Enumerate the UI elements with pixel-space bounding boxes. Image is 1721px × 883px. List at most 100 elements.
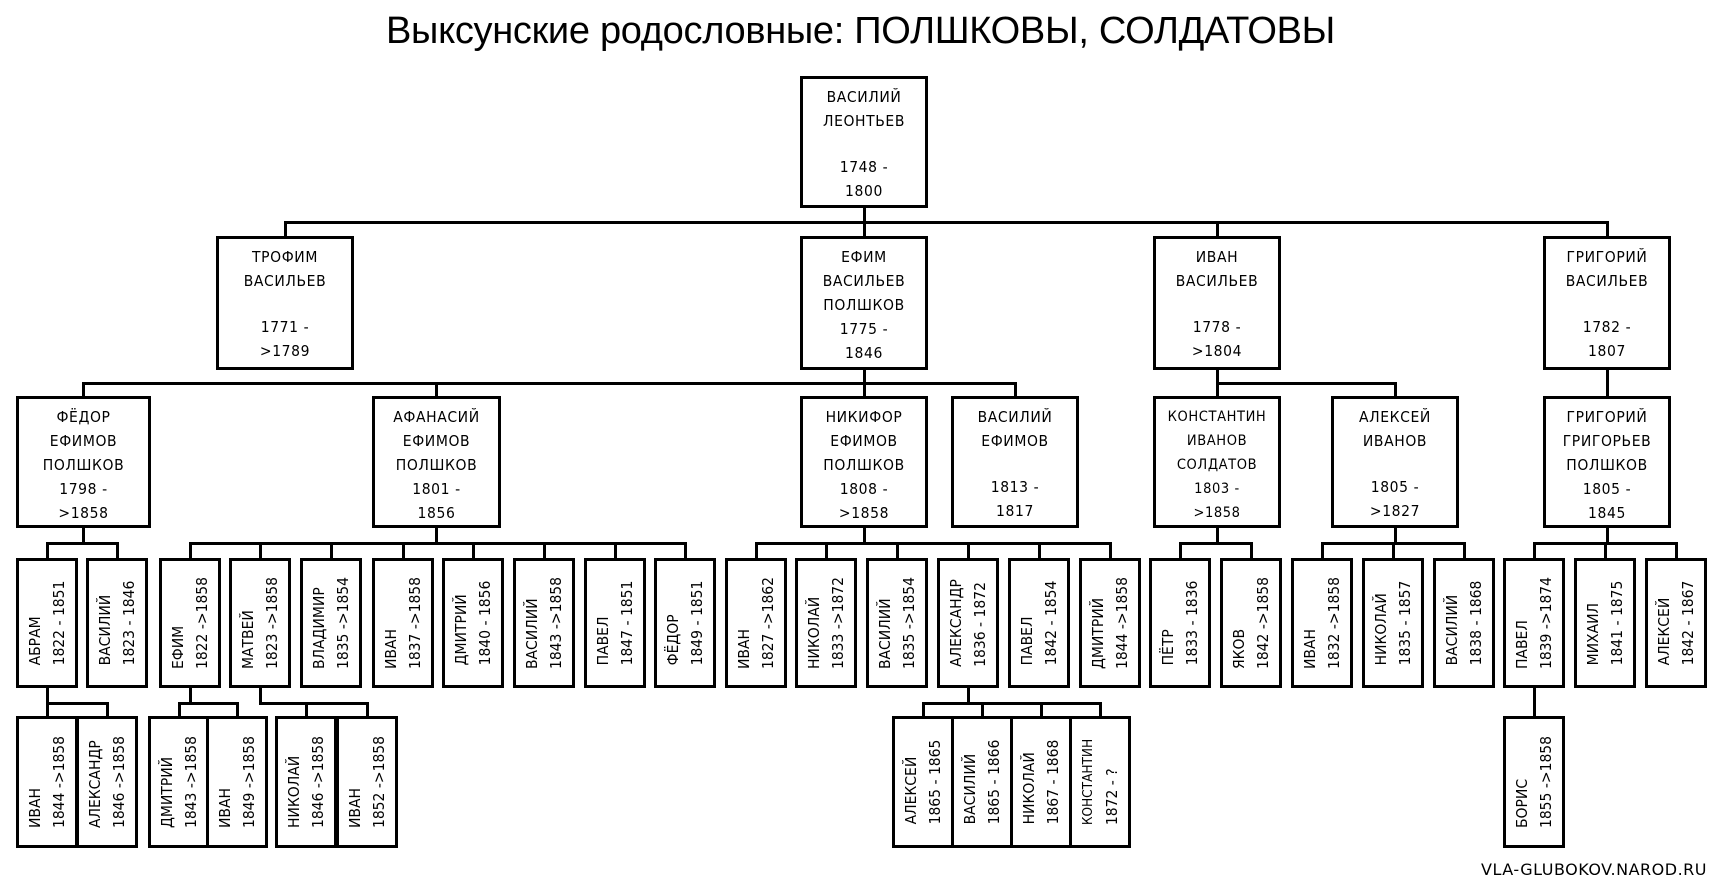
connector-line	[1109, 542, 1112, 559]
connector-line	[1533, 542, 1536, 559]
person-name: ВАСИЛИЙ	[523, 598, 541, 670]
connector-line	[614, 542, 617, 559]
person-years: 1778 - >1804	[1191, 318, 1243, 360]
connector-line	[1675, 542, 1678, 559]
person-years: 1835 ->1854	[900, 576, 918, 670]
connector-line	[189, 542, 192, 559]
person-years: 1835 ->1854	[334, 576, 352, 670]
person-years: 1822 ->1858	[193, 576, 211, 670]
person-years: 1843 ->1858	[547, 576, 565, 670]
person-name: ВАСИЛИЙ	[1443, 594, 1461, 666]
connector-line	[1216, 221, 1219, 237]
person-years: 1846 ->1858	[309, 735, 327, 829]
person-years: 1837 ->1858	[406, 576, 424, 670]
connector-line	[967, 542, 970, 559]
person-years: 1842 - 1854	[1042, 580, 1060, 666]
person-label: НИКОЛАЙ 1846 ->1858	[282, 736, 330, 828]
connector-line	[1216, 382, 1219, 397]
person-years: 1808 - >1858	[838, 480, 890, 522]
person-name: ИВАН	[26, 788, 44, 829]
person-label: ИВАН 1827 ->1862	[732, 577, 780, 669]
person-years: 1833 - 1836	[1183, 580, 1201, 666]
person-years: 1823 ->1858	[263, 576, 281, 670]
person-label: ВАСИЛИЙ ЕФИМОВ 1813 - 1817	[978, 399, 1053, 523]
connector-line	[46, 702, 49, 717]
connector-line	[1394, 382, 1397, 397]
person-years: 1842 - 1867	[1679, 580, 1697, 666]
connector-line	[259, 542, 262, 559]
person-years: 1833 ->1872	[829, 576, 847, 670]
connector-line	[863, 370, 866, 384]
person-years: 1867 - 1868	[1044, 739, 1062, 825]
connector-line	[1216, 370, 1219, 384]
connector-line	[305, 702, 308, 717]
person-years: 1823 - 1846	[120, 580, 138, 666]
person-name: ИВАН	[1301, 629, 1319, 670]
person-years: 1827 ->1862	[759, 576, 777, 670]
connector-line	[1216, 382, 1397, 385]
person-years: 1798 - >1858	[58, 480, 109, 522]
person-name: НИКОЛАЙ	[285, 755, 303, 829]
connector-line	[684, 542, 687, 559]
person-name: ВАСИЛИЙ	[876, 598, 894, 670]
person-label: ПАВЕЛ 1842 - 1854	[1015, 581, 1063, 666]
person-name: МАТВЕЙ	[239, 610, 257, 670]
person-name: ПАВЕЛ	[1018, 616, 1036, 666]
connector-line	[755, 542, 758, 559]
person-years: 1865 - 1866	[985, 739, 1003, 825]
person-name: НИКОЛАЙ	[1372, 593, 1390, 666]
person-years: 1849 ->1858	[240, 735, 258, 829]
person-label: ВАСИЛИЙ 1835 ->1854	[873, 577, 921, 669]
person-years: 1842 ->1858	[1254, 576, 1272, 670]
person-name: МИХАИЛ	[1584, 602, 1602, 666]
person-name: ИВАН	[735, 629, 753, 670]
connector-line	[825, 542, 828, 559]
person-years: 1855 ->1858	[1537, 735, 1555, 829]
person-name: ДМИТРИЙ	[452, 594, 470, 666]
person-ivan-n: ИВАН 1827 ->1862	[725, 558, 787, 688]
person-name: ВАСИЛИЙ ЕФИМОВ	[977, 408, 1053, 450]
person-years: 1782 - 1807	[1582, 318, 1632, 360]
person-years: 1835 - 1857	[1396, 580, 1414, 666]
connector-line	[981, 702, 984, 717]
person-years: 1841 - 1875	[1608, 580, 1626, 666]
person-years: 1822 - 1851	[50, 580, 68, 666]
connector-line	[189, 688, 192, 704]
connector-line	[1321, 542, 1324, 559]
person-label: НИКОЛАЙ 1835 - 1857	[1369, 581, 1417, 666]
person-years: 1813 - 1817	[990, 478, 1040, 520]
person-label: ВАСИЛИЙ 1843 ->1858	[520, 577, 568, 669]
person-name: АЛЕКСАНДР	[86, 740, 104, 829]
person-vasiliy-e: ВАСИЛИЙ ЕФИМОВ 1813 - 1817	[951, 396, 1079, 528]
person-name: АЛЕКСЕЙ	[1655, 597, 1673, 666]
person-name: БОРИС	[1513, 778, 1531, 829]
